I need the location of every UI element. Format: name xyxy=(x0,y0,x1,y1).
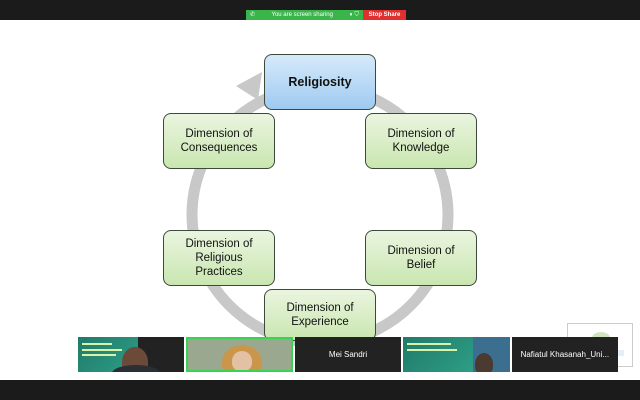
shield-icon: ⛉ xyxy=(354,12,359,18)
node-religious-practices: Dimension of Religious Practices xyxy=(163,230,275,286)
stop-share-button[interactable]: Stop Share xyxy=(363,10,406,21)
participant-tile-5[interactable]: Nafiatul Khasanah_Uni... xyxy=(511,337,619,372)
participant-video-shirt xyxy=(112,365,160,372)
share-status-text: You are screen sharing xyxy=(271,12,334,18)
node-consequences: Dimension of Consequences xyxy=(163,113,275,169)
participant-tile-2[interactable] xyxy=(186,337,293,372)
screen-share-banner: ✆ You are screen sharing ⏸ ⛉ Stop Share xyxy=(246,10,406,21)
cycle-arrowhead-icon xyxy=(236,72,262,100)
node-belief: Dimension of Belief xyxy=(365,230,477,286)
participant-gallery: Mei Sandri Nafiatul Khasanah_Uni... xyxy=(78,337,619,372)
node-experience-label: Dimension of Experience xyxy=(286,302,354,328)
node-religiosity-label: Religiosity xyxy=(288,75,352,89)
node-religiosity: Religiosity xyxy=(264,54,376,110)
node-consequences-label: Dimension of Consequences xyxy=(180,128,258,154)
meeting-bottom-bar xyxy=(0,380,640,400)
node-knowledge-label: Dimension of Knowledge xyxy=(387,128,455,154)
share-status-bar: ✆ You are screen sharing ⏸ ⛉ xyxy=(246,10,363,21)
node-practices-label: Dimension of Religious Practices xyxy=(185,238,253,278)
participant-name: Mei Sandri xyxy=(328,350,368,359)
participant-video-person xyxy=(475,353,494,372)
participant-video-face xyxy=(232,351,253,370)
pause-icon[interactable]: ⏸ xyxy=(349,12,353,18)
participant-tile-4[interactable] xyxy=(403,337,510,372)
participant-tile-3[interactable]: Mei Sandri xyxy=(294,337,402,372)
node-knowledge: Dimension of Knowledge xyxy=(365,113,477,169)
participant-background-poster xyxy=(403,337,474,372)
participant-name: Nafiatul Khasanah_Uni... xyxy=(520,350,610,359)
shared-screen: Religiosity Dimension of Knowledge Dimen… xyxy=(0,20,640,380)
node-experience: Dimension of Experience xyxy=(264,289,376,341)
phone-icon: ✆ xyxy=(250,12,256,18)
node-belief-label: Dimension of Belief xyxy=(387,245,455,271)
participant-tile-1[interactable] xyxy=(78,337,185,372)
